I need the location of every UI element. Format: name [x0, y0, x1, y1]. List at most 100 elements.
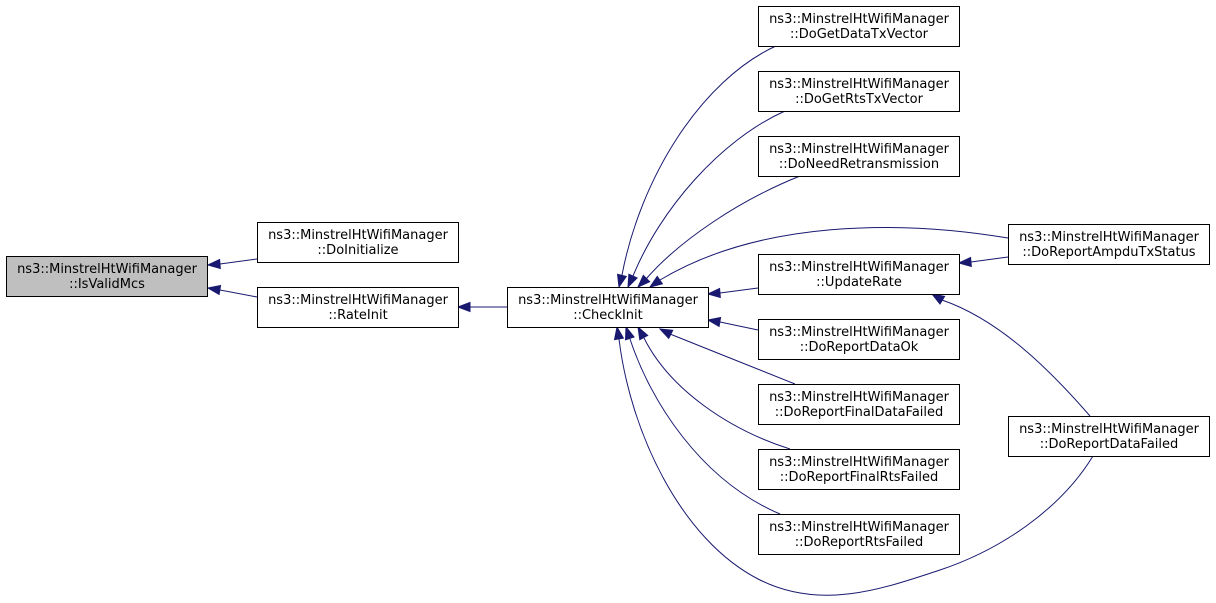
node-box[interactable]	[758, 319, 960, 360]
edge-line	[719, 321, 759, 331]
node-box[interactable]	[257, 287, 459, 328]
edge-line	[970, 256, 1009, 263]
node-isvalidmcs[interactable]: ns3::MinstrelHtWifiManager::IsValidMcs	[6, 256, 208, 297]
node-box[interactable]	[6, 256, 208, 297]
node-class-label: ns3::MinstrelHtWifiManager	[1019, 230, 1200, 245]
arrowhead-icon	[616, 273, 628, 289]
node-checkinit[interactable]: ns3::MinstrelHtWifiManager::CheckInit	[507, 287, 709, 328]
edge-doreportrtsfailed-to-checkinit	[624, 325, 781, 515]
edge-doreportfinaldatafailed-to-checkinit	[658, 328, 796, 385]
node-class-label: ns3::MinstrelHtWifiManager	[268, 293, 449, 308]
node-method-label: ::DoReportRtsFailed	[795, 535, 923, 550]
node-updaterate[interactable]: ns3::MinstrelHtWifiManager::UpdateRate	[758, 254, 960, 295]
edge-rateinit-to-isvalidmcs	[206, 284, 258, 298]
node-box[interactable]	[758, 71, 960, 112]
node-class-label: ns3::MinstrelHtWifiManager	[769, 520, 950, 535]
node-method-label: ::DoInitialize	[317, 243, 398, 258]
edge-dogetdatatxvector-to-checkinit	[616, 44, 779, 289]
node-class-label: ns3::MinstrelHtWifiManager	[769, 260, 950, 275]
edge-line	[219, 289, 258, 298]
node-rateinit[interactable]: ns3::MinstrelHtWifiManager::RateInit	[257, 287, 459, 328]
node-method-label: ::CheckInit	[573, 308, 643, 323]
node-method-label: ::DoReportFinalDataFailed	[775, 405, 944, 420]
node-box[interactable]	[758, 6, 960, 47]
node-method-label: ::DoReportDataOk	[800, 340, 919, 355]
node-method-label: ::DoReportAmpduTxStatus	[1022, 245, 1195, 260]
edge-line	[645, 175, 801, 280]
node-method-label: ::DoGetDataTxVector	[790, 27, 929, 42]
node-doinitialize[interactable]: ns3::MinstrelHtWifiManager::DoInitialize	[257, 222, 459, 263]
arrowhead-icon	[706, 316, 722, 328]
edge-line	[643, 337, 791, 450]
edge-doreportampdutxstatus-to-checkinit	[648, 227, 1009, 288]
node-doreportdatafailed[interactable]: ns3::MinstrelHtWifiManager::DoReportData…	[1008, 416, 1210, 457]
edge-checkinit-to-rateinit	[456, 301, 507, 313]
node-class-label: ns3::MinstrelHtWifiManager	[769, 12, 950, 27]
node-class-label: ns3::MinstrelHtWifiManager	[769, 390, 950, 405]
node-class-label: ns3::MinstrelHtWifiManager	[268, 228, 449, 243]
nodes-layer: ns3::MinstrelHtWifiManager::IsValidMcsns…	[6, 6, 1210, 555]
node-box[interactable]	[758, 136, 960, 177]
edge-line	[659, 227, 1009, 281]
node-doreportfinaldatafailed[interactable]: ns3::MinstrelHtWifiManager::DoReportFina…	[758, 384, 960, 425]
node-box[interactable]	[758, 449, 960, 490]
arrowhead-icon	[637, 325, 649, 341]
node-box[interactable]	[758, 254, 960, 295]
edges-layer	[206, 44, 1094, 596]
edge-dogetrtstxvector-to-checkinit	[627, 110, 786, 289]
node-method-label: ::DoGetRtsTxVector	[795, 92, 924, 107]
node-dogetdatatxvector[interactable]: ns3::MinstrelHtWifiManager::DoGetDataTxV…	[758, 6, 960, 47]
edge-doreportdatafailed-to-checkinit	[613, 325, 1094, 596]
node-box[interactable]	[1008, 224, 1210, 265]
node-class-label: ns3::MinstrelHtWifiManager	[769, 325, 950, 340]
edge-line	[629, 338, 781, 515]
node-method-label: ::DoReportFinalRtsFailed	[780, 470, 938, 485]
arrowhead-icon	[456, 301, 471, 313]
edge-line	[621, 44, 779, 276]
node-method-label: ::DoReportDataFailed	[1040, 437, 1179, 452]
arrowhead-icon	[624, 325, 635, 341]
node-box[interactable]	[1008, 416, 1210, 457]
node-box[interactable]	[507, 287, 709, 328]
edge-line	[719, 287, 759, 294]
node-method-label: ::RateInit	[328, 308, 387, 323]
edge-doinitialize-to-isvalidmcs	[206, 258, 258, 270]
arrowhead-icon	[613, 325, 625, 341]
node-class-label: ns3::MinstrelHtWifiManager	[769, 455, 950, 470]
node-box[interactable]	[758, 514, 960, 555]
node-box[interactable]	[758, 384, 960, 425]
arrowhead-icon	[627, 273, 638, 289]
node-doneedretransmission[interactable]: ns3::MinstrelHtWifiManager::DoNeedRetran…	[758, 136, 960, 177]
node-class-label: ns3::MinstrelHtWifiManager	[769, 77, 950, 92]
node-dogetrtstxvector[interactable]: ns3::MinstrelHtWifiManager::DoGetRtsTxVe…	[758, 71, 960, 112]
arrowhead-icon	[957, 256, 972, 268]
edge-doreportdataok-to-checkinit	[706, 316, 759, 331]
node-method-label: ::DoNeedRetransmission	[779, 157, 939, 172]
edge-doreportampdutxstatus-to-updaterate	[957, 256, 1009, 268]
node-class-label: ns3::MinstrelHtWifiManager	[518, 293, 699, 308]
arrowhead-icon	[658, 328, 674, 340]
edge-line	[941, 299, 1091, 417]
arrowhead-icon	[206, 284, 222, 296]
edge-line	[669, 333, 796, 385]
node-doreportdataok[interactable]: ns3::MinstrelHtWifiManager::DoReportData…	[758, 319, 960, 360]
arrowhead-icon	[636, 274, 651, 289]
node-box[interactable]	[257, 222, 459, 263]
arrowhead-icon	[706, 287, 721, 299]
edge-line	[618, 338, 1094, 596]
node-doreportampdutxstatus[interactable]: ns3::MinstrelHtWifiManager::DoReportAmpd…	[1008, 224, 1210, 265]
edge-doneedretransmission-to-checkinit	[636, 175, 801, 289]
node-doreportfinalrtsfailed[interactable]: ns3::MinstrelHtWifiManager::DoReportFina…	[758, 449, 960, 490]
edge-updaterate-to-checkinit	[706, 287, 759, 299]
node-method-label: ::IsValidMcs	[69, 277, 145, 292]
arrowhead-icon	[930, 293, 946, 305]
edge-line	[632, 110, 786, 277]
arrowhead-icon	[648, 275, 664, 288]
node-method-label: ::UpdateRate	[816, 275, 902, 290]
node-class-label: ns3::MinstrelHtWifiManager	[17, 262, 198, 277]
edge-line	[219, 258, 258, 265]
node-doreportrtsfailed[interactable]: ns3::MinstrelHtWifiManager::DoReportRtsF…	[758, 514, 960, 555]
edge-doreportfinalrtsfailed-to-checkinit	[637, 325, 791, 450]
arrowhead-icon	[206, 258, 221, 270]
